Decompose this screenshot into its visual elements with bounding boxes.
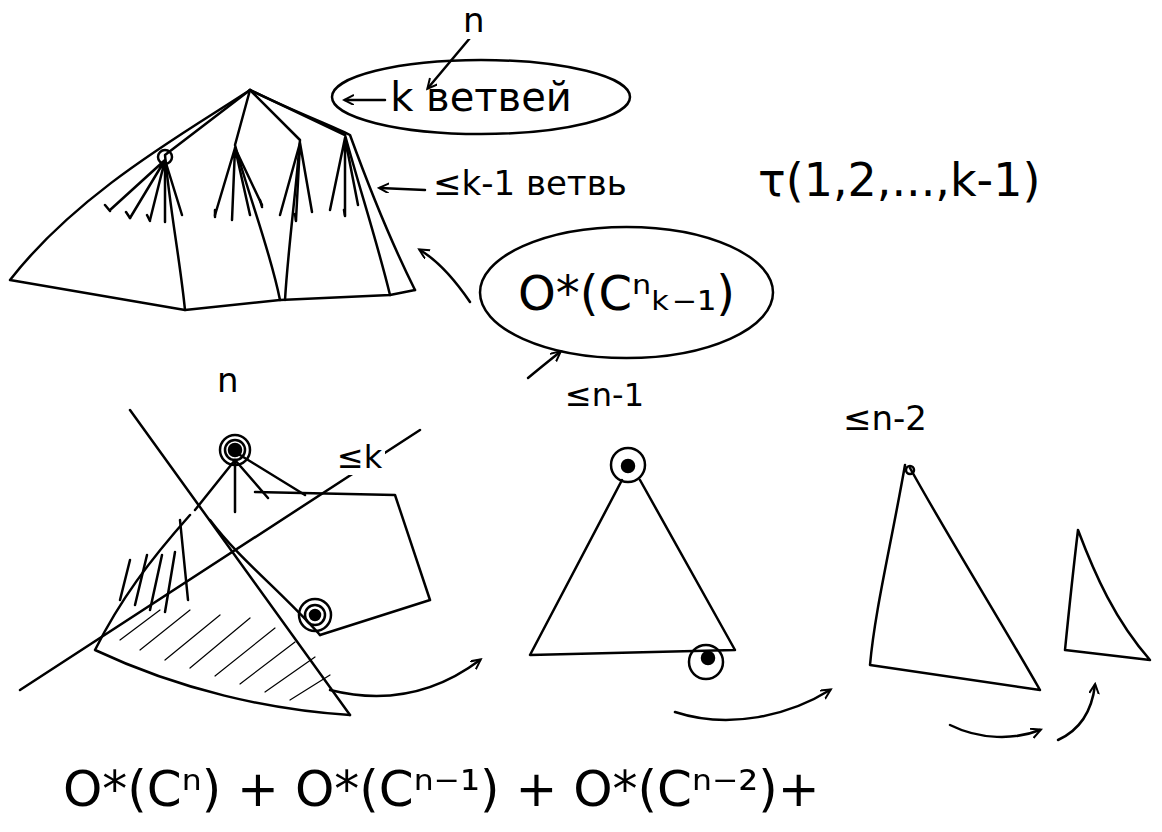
note-text: O*(Cⁿₖ₋₁)	[518, 265, 735, 321]
handwritten-label: O*(Cⁿ) + O*(Cⁿ⁻¹) + O*(Cⁿ⁻²)+	[60, 762, 823, 817]
handwritten-label: ≤n-1	[562, 378, 647, 413]
handwritten-label: n	[460, 2, 488, 39]
handwritten-label: n	[214, 362, 242, 399]
handwritten-label: ≤k-1 ветвь	[430, 165, 630, 202]
handwritten-label: τ(1,2,...,k-1)	[755, 155, 1043, 206]
ellipse-note: O*(Cⁿₖ₋₁)	[478, 225, 775, 360]
ellipse-note: k ветвей	[330, 58, 632, 136]
note-text: k ветвей	[390, 74, 572, 120]
handwritten-label: ≤n-2	[840, 400, 930, 437]
handwritten-label: ≤k	[334, 440, 385, 475]
